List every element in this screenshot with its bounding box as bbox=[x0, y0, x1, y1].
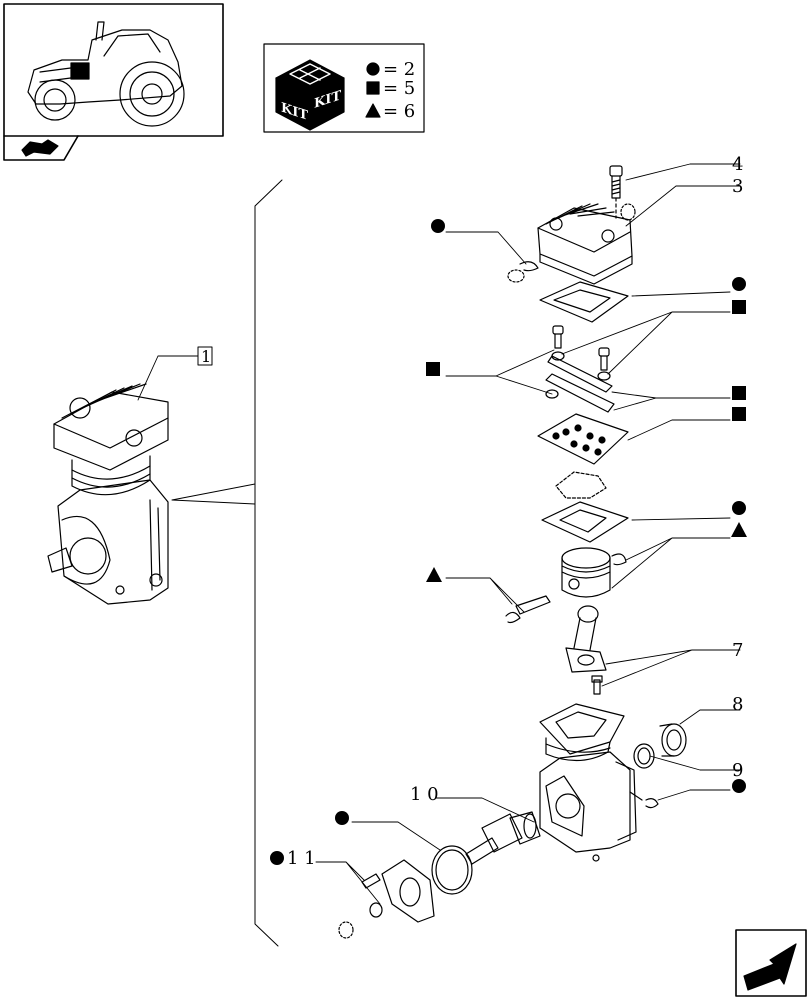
gasket-lower-part bbox=[541, 501, 629, 543]
callout-7-label[interactable]: 7 bbox=[732, 640, 743, 661]
legend-triangle-icon bbox=[365, 103, 381, 118]
end-cover-part bbox=[338, 859, 435, 939]
section-tab-icon[interactable] bbox=[3, 135, 79, 161]
tractor-thumbnail-icon[interactable] bbox=[3, 3, 224, 137]
gasket-upper-part bbox=[539, 281, 629, 323]
connecting-rod-part bbox=[565, 605, 607, 673]
square-marker-icon bbox=[732, 300, 746, 314]
circle-marker-icon bbox=[732, 277, 746, 291]
piston-pin-part bbox=[505, 595, 551, 624]
o-ring-part bbox=[431, 845, 473, 895]
oil-seal-part bbox=[659, 723, 687, 757]
circle-marker-icon bbox=[431, 219, 445, 233]
plug-part bbox=[629, 791, 659, 809]
circle-marker-icon bbox=[732, 501, 746, 515]
kit-cube-icon bbox=[275, 59, 345, 131]
kit-legend-box: KIT KIT = 2 = 5 = 6 bbox=[263, 43, 425, 133]
legend-circle-icon bbox=[366, 62, 380, 76]
cylinder-head-part bbox=[537, 203, 633, 285]
next-page-arrow-icon[interactable] bbox=[735, 929, 807, 997]
callout-11-label[interactable]: 1 1 bbox=[287, 848, 316, 869]
legend-triangle-text: = 6 bbox=[383, 101, 415, 122]
legend-square-text: = 5 bbox=[383, 78, 415, 99]
callout-4-label[interactable]: 4 bbox=[732, 154, 743, 175]
triangle-marker-icon bbox=[731, 522, 747, 537]
assembly-bracket bbox=[254, 179, 283, 947]
square-marker-icon bbox=[732, 386, 746, 400]
square-marker-icon bbox=[426, 362, 440, 376]
valve-plate-part bbox=[537, 413, 629, 465]
crankcase-part bbox=[539, 703, 637, 862]
kit-markers bbox=[270, 219, 747, 865]
rod-bolt-part bbox=[591, 675, 603, 695]
piston-part bbox=[561, 547, 627, 598]
callout-8-label[interactable]: 8 bbox=[732, 694, 743, 715]
legend-square-icon bbox=[366, 81, 380, 95]
valve-bolts-part bbox=[545, 325, 615, 413]
gasket-dashed-part bbox=[555, 471, 607, 499]
circle-marker-icon bbox=[270, 851, 284, 865]
callout-9-label[interactable]: 9 bbox=[732, 760, 743, 781]
triangle-marker-icon bbox=[426, 567, 442, 582]
circle-marker-icon bbox=[335, 811, 349, 825]
compressor-assembly-drawing bbox=[47, 383, 169, 605]
callout-3-label[interactable]: 3 bbox=[732, 176, 743, 197]
leader-lines bbox=[315, 163, 741, 905]
square-marker-icon bbox=[732, 407, 746, 421]
snap-ring-part bbox=[507, 261, 539, 283]
callout-1-label: 1 bbox=[201, 347, 211, 366]
legend-circle-text: = 2 bbox=[383, 59, 415, 80]
callout-10-label[interactable]: 1 0 bbox=[410, 784, 439, 805]
circle-marker-icon bbox=[732, 779, 746, 793]
